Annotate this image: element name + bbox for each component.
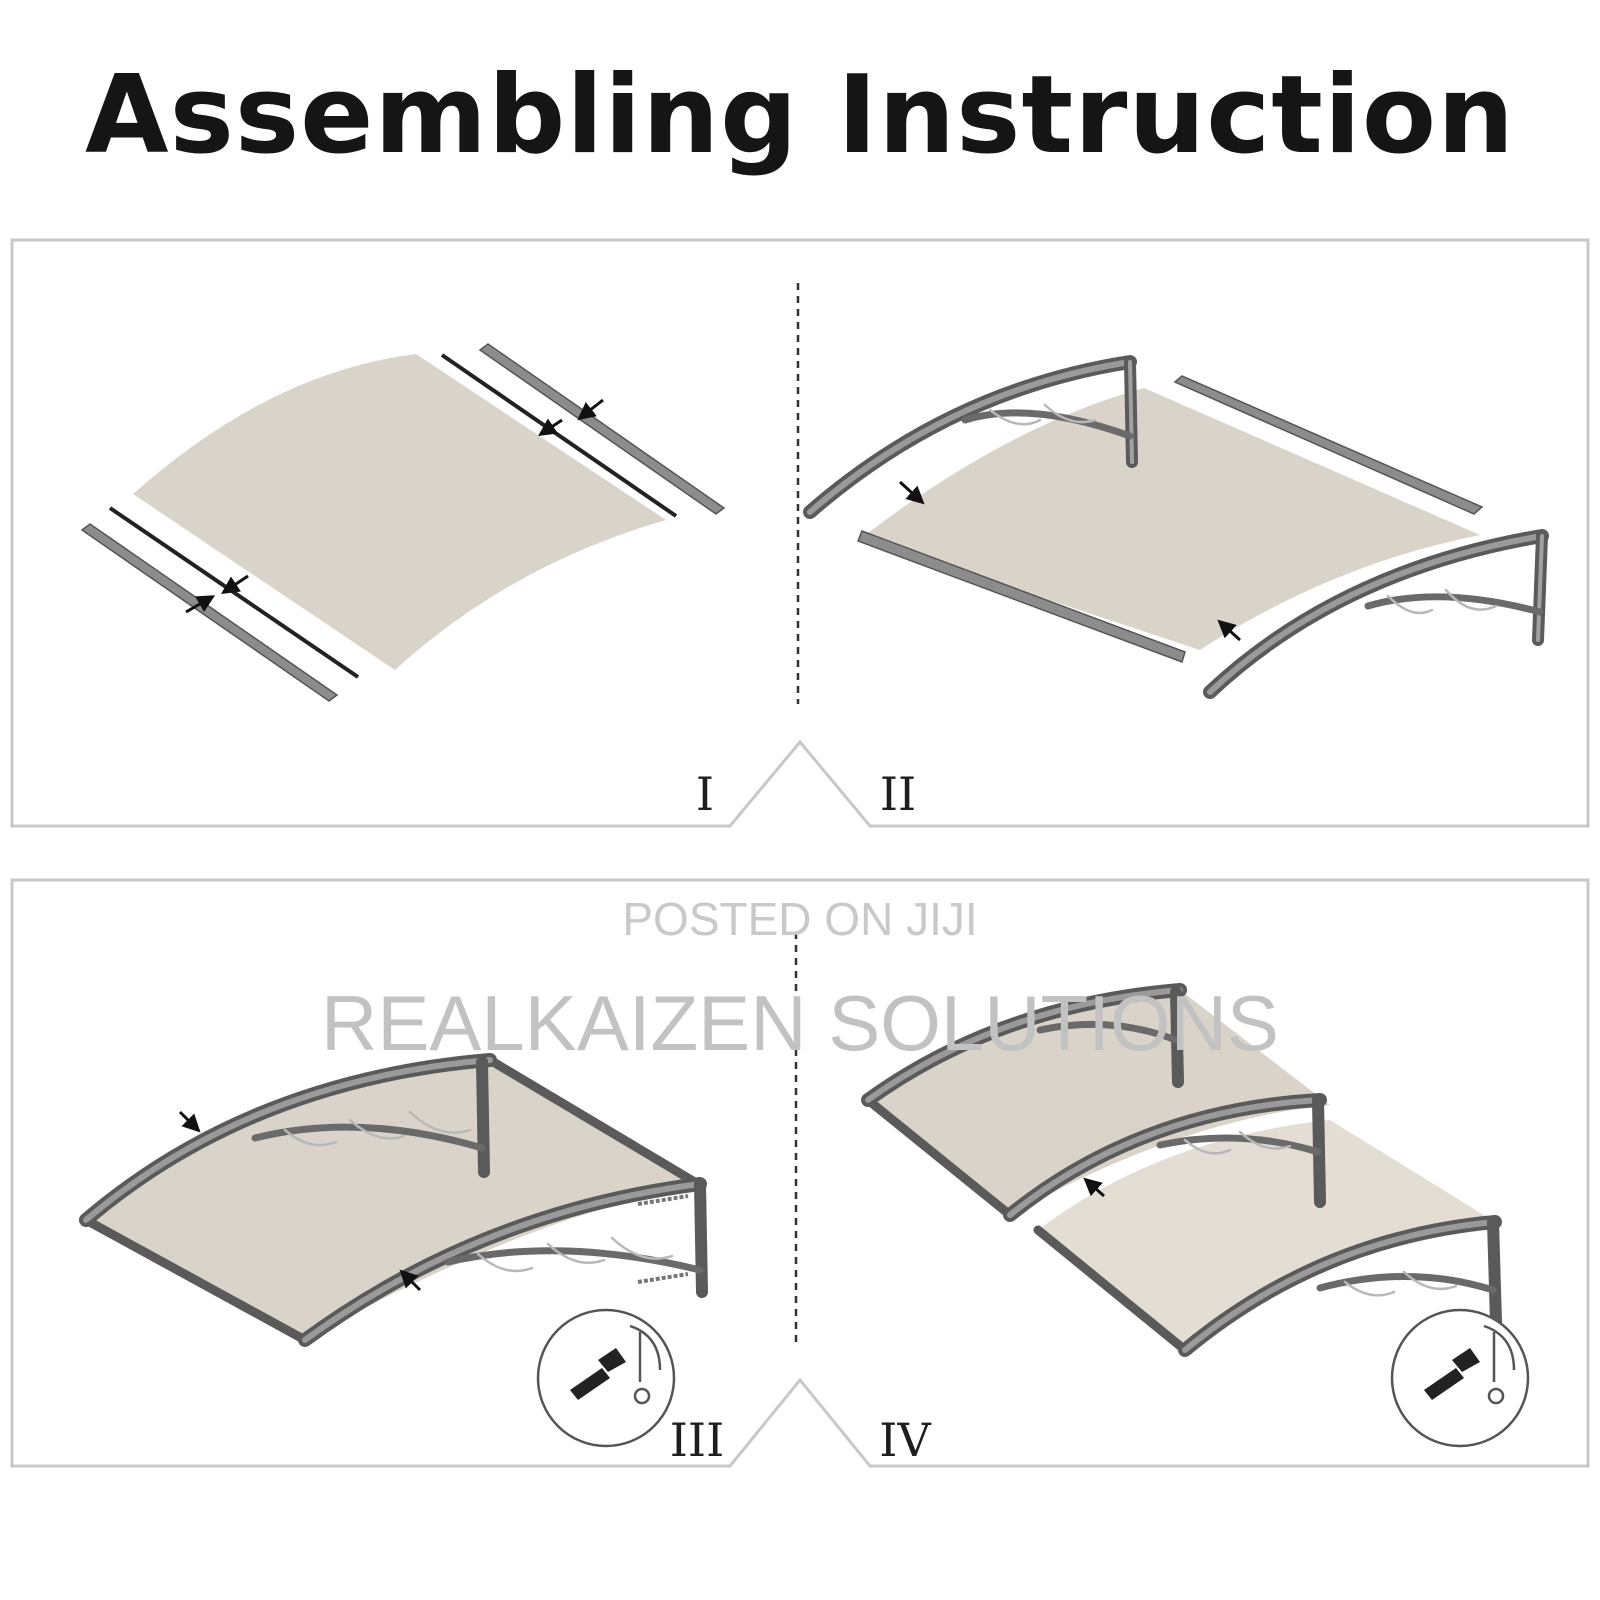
hammer-icon (1390, 1308, 1530, 1448)
step-label-2: II (880, 767, 916, 821)
hammer-icon (536, 1308, 676, 1448)
step-1-illustration (80, 343, 726, 702)
page-title: Assembling Instruction (85, 53, 1515, 178)
watermark: POSTED ON JIJI REALKAIZEN SOLUTIONS (321, 893, 1279, 1067)
watermark-line-1: POSTED ON JIJI (622, 893, 977, 945)
step-label-4: IV (879, 1413, 931, 1467)
step-2-illustration (803, 355, 1549, 699)
bottom-panel: III IV (10, 878, 1590, 1468)
top-panel: I II (10, 238, 1590, 828)
step-label-3: III (670, 1413, 725, 1467)
watermark-line-2: REALKAIZEN SOLUTIONS (321, 979, 1279, 1067)
step-3-illustration (79, 1053, 708, 1448)
step-label-1: I (696, 767, 714, 821)
step-4-illustration (861, 983, 1530, 1448)
